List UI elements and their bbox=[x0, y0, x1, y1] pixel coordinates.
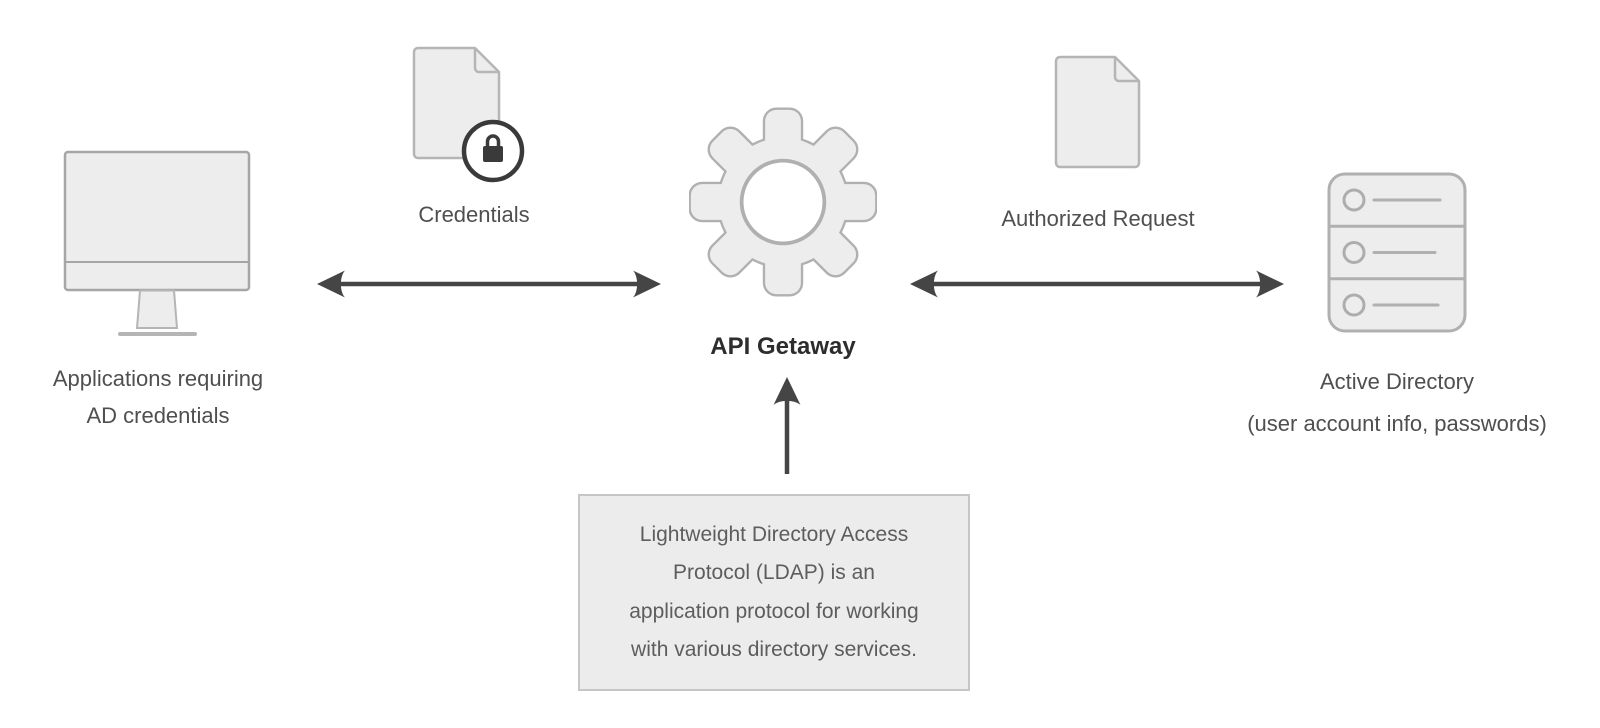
document-lock-icon bbox=[412, 46, 525, 183]
document-icon bbox=[1054, 55, 1141, 169]
node-authorized-request: Authorized Request bbox=[998, 54, 1198, 237]
api-gateway-caption: API Getaway bbox=[710, 333, 856, 360]
ldap-note-line1: Lightweight Directory Access bbox=[639, 522, 909, 546]
node-api-gateway: API Getaway bbox=[683, 105, 883, 361]
desktop-computer-icon bbox=[63, 150, 251, 336]
authorized-request-caption: Authorized Request bbox=[1001, 206, 1195, 231]
ldap-note-line3: application protocol for working bbox=[629, 599, 919, 623]
credentials-caption: Credentials bbox=[418, 202, 530, 227]
node-active-directory: Active Directory (user account info, pas… bbox=[1215, 172, 1579, 445]
node-credentials: Credentials bbox=[360, 45, 588, 233]
arrow-note-gateway bbox=[773, 377, 801, 474]
ldap-note-line2: Protocol (LDAP) is an bbox=[673, 561, 875, 584]
gear-icon bbox=[689, 105, 877, 299]
arrow-applications-gateway bbox=[317, 270, 661, 298]
node-applications: Applications requiring AD credentials bbox=[13, 150, 303, 434]
active-directory-caption-line2: (user account info, passwords) bbox=[1247, 411, 1547, 436]
ldap-note-line4: with various directory services. bbox=[631, 638, 917, 661]
active-directory-caption-line1: Active Directory bbox=[1319, 369, 1475, 394]
server-icon bbox=[1327, 172, 1467, 333]
active-directory-caption: Active Directory (user account info, pas… bbox=[1247, 361, 1547, 445]
applications-caption-line1: Applications requiring bbox=[52, 366, 264, 391]
arrow-gateway-directory bbox=[910, 270, 1284, 298]
applications-caption: Applications requiring AD credentials bbox=[53, 360, 263, 434]
applications-caption-line2: AD credentials bbox=[86, 403, 230, 428]
ldap-note-box: Lightweight Directory Access Protocol (L… bbox=[578, 494, 970, 691]
